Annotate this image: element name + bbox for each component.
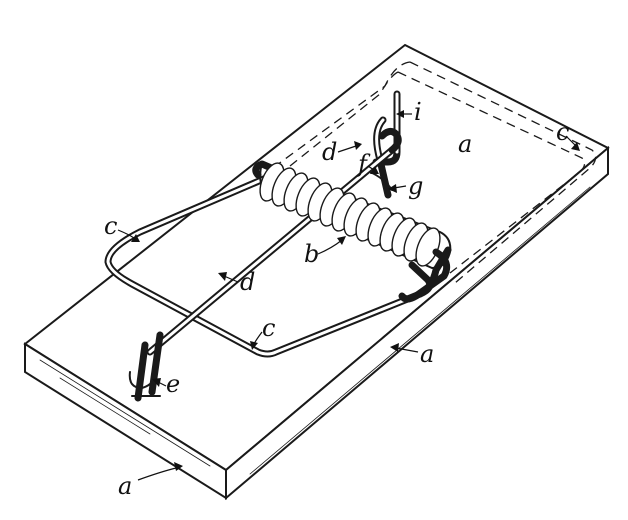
arrowhead-d-top (354, 141, 362, 150)
arrowhead-d-middle (218, 272, 227, 281)
label-e: e (166, 370, 180, 398)
arrowhead-a-right (390, 343, 399, 352)
label-g: g (408, 172, 423, 200)
leader-c-left (117, 229, 135, 239)
label-a-bottom: a (118, 472, 132, 500)
arrowhead-c-left (131, 234, 140, 242)
arrowhead-i (396, 110, 404, 118)
board-grain-lines (39, 186, 591, 475)
label-d-middle: d (240, 268, 255, 296)
label-i: i (414, 98, 422, 126)
leader-d-middle (223, 275, 239, 283)
arrowhead-c-bottom (250, 341, 258, 350)
leader-a-bottom (137, 467, 177, 481)
wooden-board (23, 43, 610, 501)
leader-d-top (337, 145, 357, 153)
hold-down-bar (146, 127, 402, 356)
coil-spring (259, 161, 452, 303)
leader-a-right (395, 347, 419, 353)
label-a-top: a (458, 130, 472, 158)
arrowhead-g (388, 184, 397, 193)
arrowhead-c-corner (571, 142, 580, 151)
bait-trigger-end (128, 331, 164, 402)
board-side-face (225, 145, 609, 501)
hidden-wire-dashed-outline (269, 61, 597, 284)
arrowhead-e (152, 378, 161, 387)
arrowhead-a-bottom (174, 462, 183, 471)
label-c-left: c (104, 212, 117, 240)
arrowhead-f (370, 166, 379, 174)
coil-windings (259, 162, 441, 267)
label-a-right: a (420, 340, 434, 368)
arrowhead-b (337, 236, 346, 245)
label-c-bottom: c (262, 314, 275, 342)
label-b: b (304, 240, 319, 268)
label-c-corner: c (556, 118, 569, 146)
label-d-top: d (322, 138, 337, 166)
